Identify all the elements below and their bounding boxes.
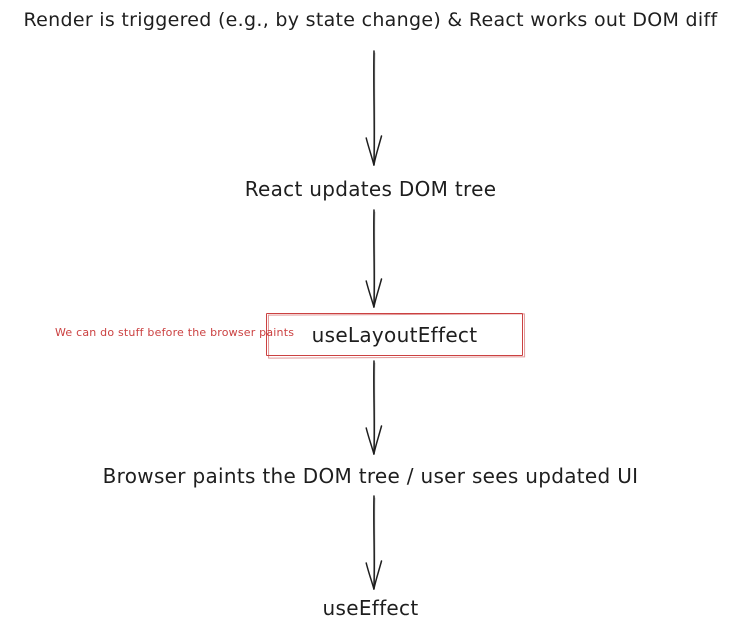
connector-render-to-update	[360, 50, 388, 168]
down-arrow-icon	[365, 209, 383, 308]
uselayouteffect-label: useLayoutEffect	[311, 322, 478, 347]
connector-layouteffect-to-paint	[360, 360, 388, 457]
uselayouteffect-box: useLayoutEffect	[266, 313, 523, 356]
label-react-updates-dom: React updates DOM tree	[244, 177, 497, 201]
label-browser-paints: Browser paints the DOM tree / user sees …	[102, 464, 639, 488]
flow-title: Render is triggered (e.g., by state chan…	[23, 9, 718, 31]
connector-update-to-layouteffect	[360, 209, 388, 310]
label-useeffect: useEffect	[322, 596, 419, 620]
connector-paint-to-effect	[360, 495, 388, 592]
annotation-before-paint: We can do stuff before the browser paint…	[55, 326, 295, 339]
down-arrow-icon	[365, 495, 383, 590]
down-arrow-icon	[365, 360, 383, 455]
down-arrow-icon	[365, 50, 383, 166]
